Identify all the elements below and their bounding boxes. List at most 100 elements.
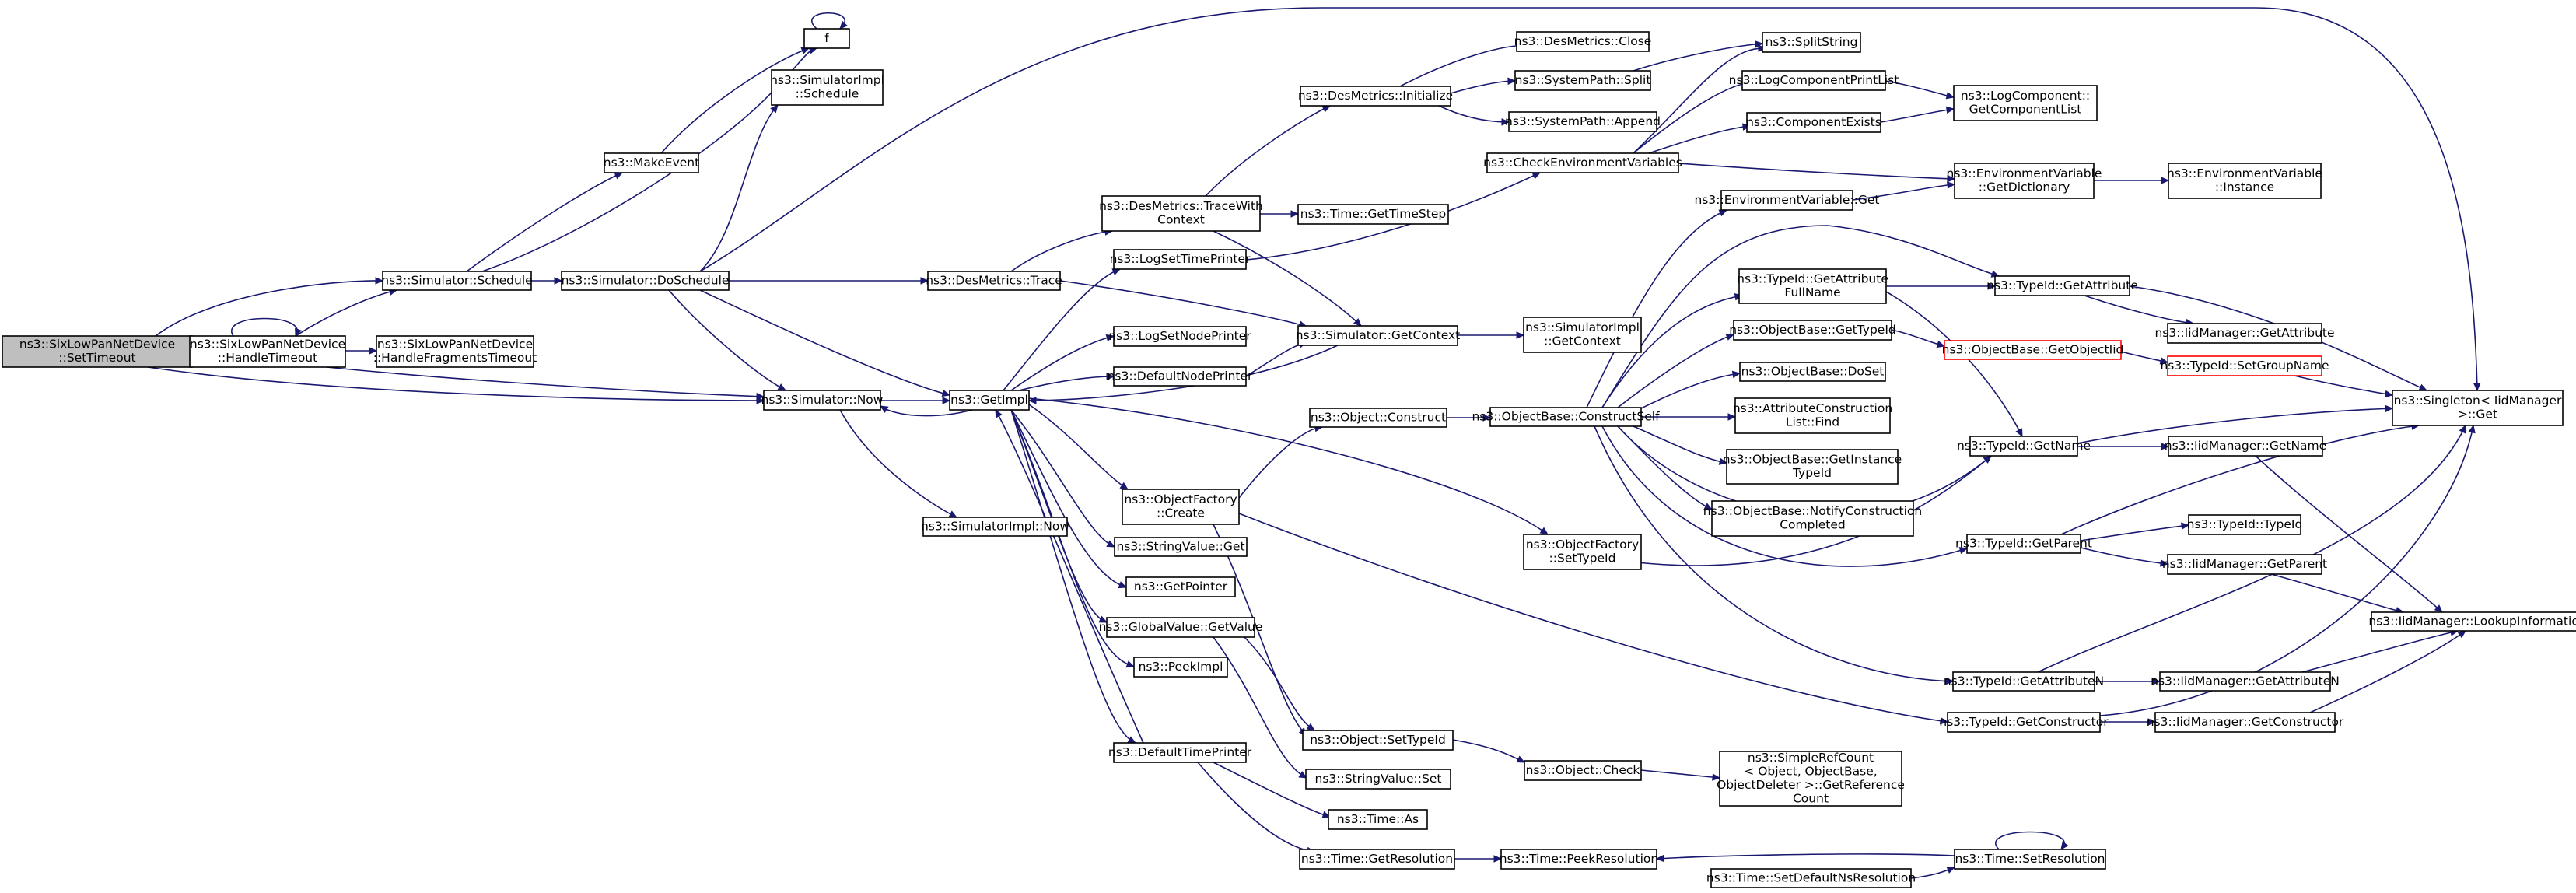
- node-box: [2188, 514, 2301, 535]
- edge-line: [1656, 853, 1955, 860]
- node-objFactCreate[interactable]: ns3::ObjectFactory::Create: [1122, 489, 1240, 525]
- edge-line: [995, 409, 1144, 744]
- node-timeGetRes[interactable]: ns3::Time::GetResolution: [1299, 849, 1455, 870]
- node-objBaseNotify[interactable]: ns3::ObjectBase::NotifyConstructionCompl…: [1703, 500, 1922, 537]
- edge-line: [326, 366, 765, 397]
- node-typeIdTypeId[interactable]: ns3::TypeId::TypeId: [2187, 514, 2303, 535]
- node-timePeekRes[interactable]: ns3::Time::PeekResolution: [1500, 849, 1658, 870]
- node-getPointer[interactable]: ns3::GetPointer: [1125, 576, 1236, 597]
- arrowhead: [1482, 414, 1492, 422]
- node-handleFragTimeout[interactable]: ns3::SixLowPanNetDevice::HandleFragments…: [373, 335, 537, 368]
- edge-line: [699, 7, 2478, 391]
- node-sysSplit[interactable]: ns3::SystemPath::Split: [1514, 70, 1651, 91]
- node-iidLookup[interactable]: ns3::IidManager::LookupInformation: [2368, 611, 2576, 632]
- node-splitString[interactable]: ns3::SplitString: [1762, 32, 1861, 53]
- node-simpleRefCount[interactable]: ns3::SimpleRefCount< Object, ObjectBase,…: [1717, 751, 1905, 807]
- node-typeIdGetAttrN[interactable]: ns3::TypeId::GetAttributeN: [1944, 671, 2104, 692]
- node-now[interactable]: ns3::Simulator::Now: [761, 390, 884, 411]
- node-typeIdSetGroup[interactable]: ns3::TypeId::SetGroupName: [2160, 355, 2329, 376]
- node-iidGetAttrN[interactable]: ns3::IidManager::GetAttributeN: [2151, 671, 2340, 692]
- node-objBaseGetObjIid[interactable]: ns3::ObjectBase::GetObjectIid: [1942, 340, 2124, 360]
- node-envGet[interactable]: ns3::EnvironmentVariable::Get: [1694, 190, 1880, 211]
- edge-checkEnv-to-envGetDict: [1678, 163, 1956, 183]
- node-simGetCtx[interactable]: ns3::Simulator::GetContext: [1296, 325, 1461, 346]
- node-timeGetStep[interactable]: ns3::Time::GetTimeStep: [1297, 204, 1449, 225]
- node-makeEvent[interactable]: ns3::MakeEvent: [604, 152, 699, 173]
- node-timeAs[interactable]: ns3::Time::As: [1328, 809, 1428, 830]
- node-typeIdGetCtor[interactable]: ns3::TypeId::GetConstructor: [1939, 712, 2109, 733]
- node-envGetDict[interactable]: ns3::EnvironmentVariable::GetDictionary: [1947, 163, 2102, 199]
- node-box: [1739, 362, 1886, 382]
- node-typeIdGetAttr[interactable]: ns3::TypeId::GetAttribute: [1986, 275, 2138, 296]
- node-label: ns3::IidManager::LookupInformation: [2368, 614, 2576, 628]
- node-strValGet[interactable]: ns3::StringValue::Get: [1114, 537, 1248, 557]
- edge-doSchedule-to-simImplSchedule: [699, 104, 779, 272]
- node-box: [1299, 849, 1455, 870]
- node-typeIdGetParent[interactable]: ns3::TypeId::GetParent: [1955, 534, 2092, 554]
- node-timeSetRes[interactable]: ns3::Time::SetResolution: [1954, 849, 2106, 870]
- edge-handleTimeout-to-handleFragTimeout: [345, 347, 378, 355]
- node-box: [922, 517, 1068, 537]
- node-doSchedule[interactable]: ns3::Simulator::DoSchedule: [561, 271, 730, 291]
- node-label: ns3::TypeId::GetConstructor: [1939, 715, 2109, 729]
- node-desInit[interactable]: ns3::DesMetrics::Initialize: [1298, 86, 1453, 107]
- node-peekImpl[interactable]: ns3::PeekImpl: [1133, 657, 1228, 678]
- arrowhead: [2015, 428, 2023, 438]
- node-box: [1710, 868, 1912, 888]
- node-label: Completed: [1780, 518, 1846, 532]
- node-objBaseConstructSelf[interactable]: ns3::ObjectBase::ConstructSelf: [1472, 407, 1660, 427]
- node-sysAppend[interactable]: ns3::SystemPath::Append: [1505, 111, 1661, 132]
- node-getImpl[interactable]: ns3::GetImpl: [949, 390, 1030, 411]
- edge-line: [1245, 341, 1307, 377]
- node-simImplGetCtx[interactable]: ns3::SimulatorImpl::GetContext: [1523, 317, 1642, 353]
- node-schedule[interactable]: ns3::Simulator::Schedule: [381, 271, 533, 291]
- node-label: ns3::GlobalValue::GetValue: [1099, 620, 1263, 634]
- node-iidGetAttr[interactable]: ns3::IidManager::GetAttribute: [2154, 323, 2335, 344]
- node-logSetTime[interactable]: ns3::LogSetTimePrinter: [1110, 249, 1251, 270]
- node-objFactSetTid[interactable]: ns3::ObjectFactory::SetTypeId: [1523, 534, 1642, 570]
- node-logCompGet[interactable]: ns3::LogComponent::GetComponentList: [1953, 85, 2098, 121]
- node-iidGetCtor[interactable]: ns3::IidManager::GetConstructor: [2147, 712, 2344, 733]
- node-box: [2371, 611, 2576, 632]
- node-checkEnv[interactable]: ns3::CheckEnvironmentVariables: [1483, 152, 1682, 173]
- node-strValSet[interactable]: ns3::StringValue::Set: [1305, 769, 1451, 790]
- edge-line: [1213, 230, 1362, 327]
- node-simImplNow[interactable]: ns3::SimulatorImpl::Now: [921, 517, 1069, 537]
- node-logSetNode[interactable]: ns3::LogSetNodePrinter: [1108, 326, 1251, 347]
- node-typeIdGetName[interactable]: ns3::TypeId::GetName: [1957, 436, 2091, 457]
- node-label: ns3::SplitString: [1766, 35, 1858, 49]
- node-root[interactable]: ns3::SixLowPanNetDevice::SetTimeout: [2, 335, 193, 368]
- node-envInstance[interactable]: ns3::EnvironmentVariable::Instance: [2167, 163, 2322, 199]
- node-defTimePrinter[interactable]: ns3::DefaultTimePrinter: [1108, 742, 1252, 763]
- node-box: [1297, 325, 1458, 346]
- node-objBaseDoSet[interactable]: ns3::ObjectBase::DoSet: [1739, 362, 1886, 382]
- edge-line: [1010, 409, 1115, 548]
- edge-getImpl-to-objFactCreate: [1028, 404, 1129, 490]
- node-objBaseGetTypeId[interactable]: ns3::ObjectBase::GetTypeId: [1729, 320, 1896, 341]
- node-singletonGet[interactable]: ns3::Singleton< IidManager >::Get: [2392, 390, 2564, 426]
- node-simImplSchedule[interactable]: ns3::SimulatorImpl::Schedule: [770, 69, 884, 106]
- node-defNodePrinter[interactable]: ns3::DefaultNodePrinter: [1108, 366, 1253, 387]
- edge-root-to-schedule: [155, 277, 384, 337]
- arrowhead: [1105, 334, 1115, 342]
- node-compExists[interactable]: ns3::ComponentExists: [1746, 112, 1881, 133]
- node-objConstruct[interactable]: ns3::Object::Construct: [1309, 408, 1447, 428]
- node-logCompPrint[interactable]: ns3::LogComponentPrintList: [1729, 70, 1899, 91]
- node-objCheck[interactable]: ns3::Object::Check: [1524, 760, 1642, 781]
- node-handleTimeout[interactable]: ns3::SixLowPanNetDevice::HandleTimeout: [189, 335, 346, 368]
- edge-doSchedule-to-desTrace: [729, 277, 929, 285]
- node-iidGetParent[interactable]: ns3::IidManager::GetParent: [2162, 554, 2327, 575]
- node-label: f: [824, 31, 829, 45]
- node-iidGetName[interactable]: ns3::IidManager::GetName: [2165, 436, 2326, 457]
- node-desTrace[interactable]: ns3::DesMetrics::Trace: [926, 271, 1062, 291]
- arrowhead: [1947, 181, 1956, 189]
- node-f[interactable]: f: [803, 28, 850, 49]
- node-objSetTid[interactable]: ns3::Object::SetTypeId: [1302, 730, 1454, 751]
- node-globValGet[interactable]: ns3::GlobalValue::GetValue: [1099, 617, 1263, 638]
- node-desClose[interactable]: ns3::DesMetrics::Close: [1514, 31, 1652, 52]
- node-timeSetDefNs[interactable]: ns3::Time::SetDefaultNsResolution: [1706, 868, 1916, 888]
